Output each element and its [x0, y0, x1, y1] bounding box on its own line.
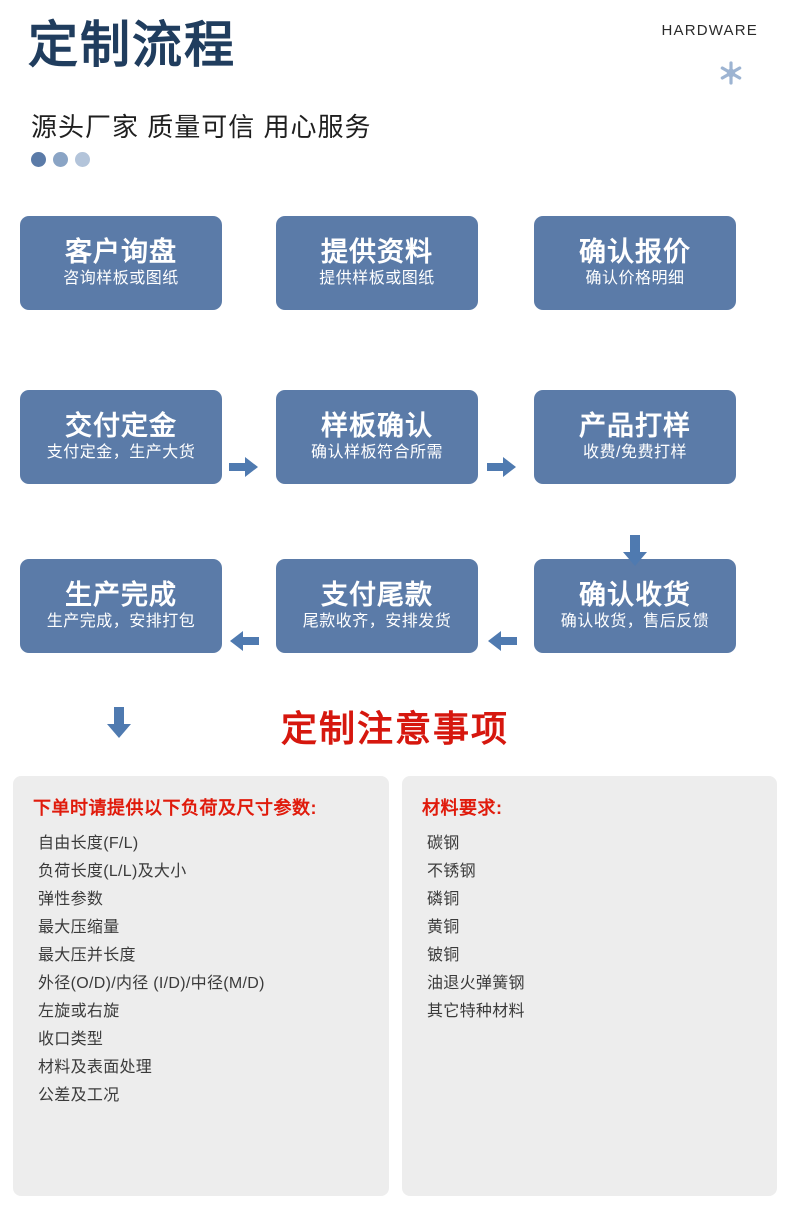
list-item: 其它特种材料 — [427, 1003, 525, 1020]
flow-step-production-complete[interactable]: 生产完成 生产完成，安排打包 — [20, 559, 222, 653]
flow-step-customer-inquiry[interactable]: 客户询盘 咨询样板或图纸 — [20, 216, 222, 310]
decorative-dots — [31, 152, 90, 167]
flow-step-provide-materials[interactable]: 提供资料 提供样板或图纸 — [276, 216, 478, 310]
flow-step-subtitle: 确认价格明细 — [585, 269, 685, 287]
panel-title: 材料要求: — [422, 798, 503, 818]
list-item: 不锈钢 — [427, 863, 476, 880]
list-item: 最大压缩量 — [38, 919, 120, 936]
panel-title: 下单时请提供以下负荷及尺寸参数: — [33, 798, 317, 818]
flow-step-product-sampling[interactable]: 产品打样 收费/免费打样 — [534, 390, 736, 484]
arrow-down-icon — [106, 707, 132, 739]
arrow-right-icon — [487, 455, 517, 479]
flow-step-subtitle: 尾款收齐，安排发货 — [302, 612, 452, 630]
list-item: 最大压并长度 — [38, 947, 136, 964]
dot-1 — [31, 152, 46, 167]
dot-2 — [53, 152, 68, 167]
arrow-down-icon — [622, 535, 648, 567]
panel-material-requirements: 材料要求: 碳钢 不锈钢 磷铜 黄铜 铍铜 油退火弹簧钢 其它特种材料 — [402, 776, 777, 1196]
page-header: 定制流程 源头厂家 质量可信 用心服务 HARDWARE — [0, 0, 790, 185]
list-item: 黄铜 — [427, 919, 460, 936]
process-flow-chart: 客户询盘 咨询样板或图纸 提供资料 提供样板或图纸 确认报价 确认价格明细 交付… — [0, 205, 790, 820]
dot-3 — [75, 152, 90, 167]
flow-step-title: 确认报价 — [579, 237, 691, 268]
panel-load-size-parameters: 下单时请提供以下负荷及尺寸参数: 自由长度(F/L) 负荷长度(L/L)及大小 … — [13, 776, 389, 1196]
list-item: 负荷长度(L/L)及大小 — [38, 863, 187, 880]
hardware-label: HARDWARE — [661, 22, 758, 39]
list-item: 材料及表面处理 — [38, 1059, 153, 1076]
flow-step-pay-balance[interactable]: 支付尾款 尾款收齐，安排发货 — [276, 559, 478, 653]
page-subtitle: 源头厂家 质量可信 用心服务 — [31, 112, 372, 142]
list-item: 碳钢 — [427, 835, 460, 852]
flow-step-subtitle: 咨询样板或图纸 — [63, 269, 179, 287]
panel-list: 碳钢 不锈钢 磷铜 黄铜 铍铜 油退火弹簧钢 其它特种材料 — [422, 830, 757, 1026]
list-item: 油退火弹簧钢 — [427, 975, 525, 992]
list-item: 收口类型 — [38, 1031, 104, 1048]
flow-step-title: 支付尾款 — [321, 580, 433, 611]
flow-step-pay-deposit[interactable]: 交付定金 支付定金，生产大货 — [20, 390, 222, 484]
arrow-right-icon — [229, 455, 259, 479]
flow-step-title: 确认收货 — [579, 580, 691, 611]
flow-step-sample-confirm[interactable]: 样板确认 确认样板符合所需 — [276, 390, 478, 484]
list-item: 弹性参数 — [38, 891, 104, 908]
flow-step-subtitle: 收费/免费打样 — [583, 443, 687, 461]
flow-step-title: 提供资料 — [321, 237, 433, 268]
flow-step-title: 生产完成 — [65, 580, 177, 611]
list-item: 左旋或右旋 — [38, 1003, 120, 1020]
flow-step-confirm-receipt[interactable]: 确认收货 确认收货，售后反馈 — [534, 559, 736, 653]
list-item: 公差及工况 — [38, 1087, 120, 1104]
snowflake-icon — [718, 60, 744, 86]
list-item: 外径(O/D)/内径 (I/D)/中径(M/D) — [38, 975, 265, 992]
flow-step-title: 客户询盘 — [65, 237, 177, 268]
arrow-left-icon — [229, 629, 259, 653]
flow-step-subtitle: 支付定金，生产大货 — [46, 443, 196, 461]
flow-step-subtitle: 提供样板或图纸 — [319, 269, 435, 287]
flow-step-subtitle: 生产完成，安排打包 — [46, 612, 196, 630]
flow-step-title: 产品打样 — [579, 411, 691, 442]
arrow-left-icon — [487, 629, 517, 653]
flow-step-subtitle: 确认收货，售后反馈 — [560, 612, 710, 630]
panel-list: 自由长度(F/L) 负荷长度(L/L)及大小 弹性参数 最大压缩量 最大压并长度… — [33, 830, 369, 1110]
flow-step-title: 样板确认 — [321, 411, 433, 442]
flow-step-subtitle: 确认样板符合所需 — [310, 443, 443, 461]
page-title: 定制流程 — [28, 17, 236, 73]
list-item: 磷铜 — [427, 891, 460, 908]
list-item: 铍铜 — [427, 947, 460, 964]
notice-heading: 定制注意事项 — [280, 708, 509, 749]
flow-step-title: 交付定金 — [65, 411, 177, 442]
list-item: 自由长度(F/L) — [38, 835, 139, 852]
flow-step-confirm-quote[interactable]: 确认报价 确认价格明细 — [534, 216, 736, 310]
